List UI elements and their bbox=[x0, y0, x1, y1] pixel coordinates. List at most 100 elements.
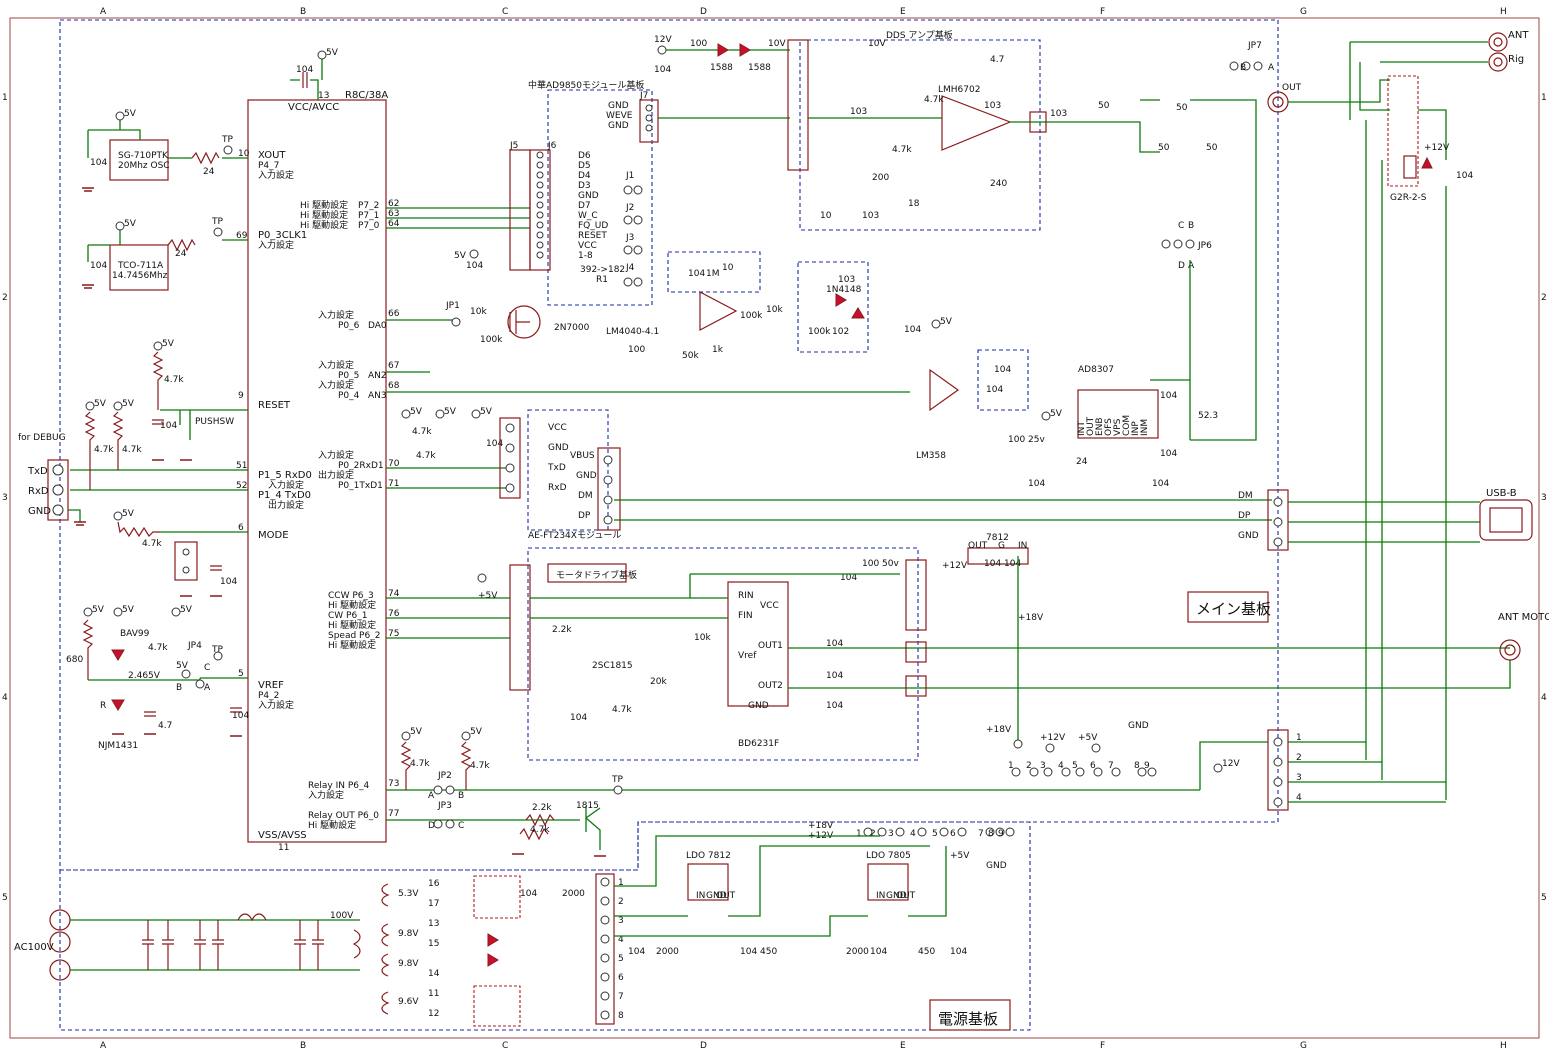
svg-text:104: 104 bbox=[826, 701, 843, 711]
svg-text:5V: 5V bbox=[180, 605, 193, 615]
grid-row-label: 3 bbox=[1541, 493, 1547, 503]
power-pin bbox=[600, 896, 610, 906]
svg-text:68: 68 bbox=[388, 381, 400, 391]
dds-signal-label: D5 bbox=[578, 161, 591, 171]
svg-text:J4: J4 bbox=[625, 263, 635, 273]
bottom-terminal-label: 4 bbox=[1058, 761, 1064, 771]
svg-text:入力設定: 入力設定 bbox=[258, 699, 294, 711]
svg-text:104: 104 bbox=[826, 671, 843, 681]
svg-text:104: 104 bbox=[486, 439, 503, 449]
svg-text:AC100V: AC100V bbox=[14, 942, 54, 953]
grid-col-label: F bbox=[1100, 1041, 1105, 1051]
svg-text:6: 6 bbox=[238, 523, 244, 533]
header-pin bbox=[536, 211, 544, 219]
mcu-vss: VSS/AVSS bbox=[258, 830, 307, 841]
svg-text:100k: 100k bbox=[808, 327, 831, 337]
svg-text:J7: J7 bbox=[639, 91, 648, 101]
svg-text:104: 104 bbox=[688, 269, 705, 279]
svg-text:入力設定: 入力設定 bbox=[318, 309, 354, 321]
svg-text:OUT2: OUT2 bbox=[758, 681, 783, 691]
svg-text:5V: 5V bbox=[92, 605, 105, 615]
svg-text:5: 5 bbox=[238, 669, 244, 679]
tap-voltage: 9.8V bbox=[398, 959, 419, 969]
svg-text:104: 104 bbox=[870, 947, 887, 957]
svg-text:+18V: +18V bbox=[808, 821, 834, 831]
svg-text:IN: IN bbox=[876, 891, 885, 901]
svg-text:B: B bbox=[176, 683, 182, 693]
svg-text:680: 680 bbox=[66, 655, 83, 665]
bottom-terminal-label: 3 bbox=[1040, 761, 1046, 771]
svg-text:104: 104 bbox=[466, 261, 483, 271]
svg-text:103: 103 bbox=[838, 275, 855, 285]
svg-text:P0_1TxD1: P0_1TxD1 bbox=[338, 481, 383, 491]
svg-text:5V: 5V bbox=[410, 407, 423, 417]
tap-pin-number: 16 bbox=[428, 879, 440, 889]
grid-col-label: G bbox=[1300, 7, 1307, 17]
mcu-name: R8C/38A bbox=[345, 90, 388, 101]
svg-text:BD6231F: BD6231F bbox=[738, 739, 779, 749]
svg-text:DDS アンプ基板: DDS アンプ基板 bbox=[886, 29, 953, 41]
dds-signal-label: D3 bbox=[578, 181, 591, 191]
svg-text:VREF: VREF bbox=[258, 680, 284, 691]
svg-text:CCW P6_3: CCW P6_3 bbox=[328, 591, 374, 601]
svg-text:4.7k: 4.7k bbox=[412, 427, 432, 437]
svg-text:DM: DM bbox=[578, 491, 593, 501]
svg-text:GND: GND bbox=[886, 891, 907, 901]
relay-drive: 5V 5V 4.7k 4.7k JP2 A B JP3 D C TP 2.2k … bbox=[400, 727, 623, 857]
svg-text:PUSHSW: PUSHSW bbox=[195, 417, 234, 427]
svg-text:JP4: JP4 bbox=[187, 641, 202, 651]
rail-terminal bbox=[895, 827, 905, 837]
grid-row-label: 2 bbox=[2, 293, 8, 303]
svg-text:JP1: JP1 bbox=[445, 301, 460, 311]
filter-capacitor bbox=[162, 920, 174, 970]
svg-text:Hi 駆動設定: Hi 駆動設定 bbox=[300, 219, 348, 231]
svg-text:103: 103 bbox=[850, 107, 867, 117]
dds-signal-label: W_C bbox=[578, 211, 598, 221]
svg-text:1588: 1588 bbox=[710, 63, 733, 73]
svg-text:104: 104 bbox=[740, 947, 757, 957]
svg-text:10: 10 bbox=[238, 149, 250, 159]
svg-text:DM: DM bbox=[1238, 491, 1253, 501]
output-network: 103 50 50 50 50 JP7 B A OUT JP6 C B D A bbox=[1029, 41, 1390, 441]
svg-text:103: 103 bbox=[862, 211, 879, 221]
svg-text:P0_6: P0_6 bbox=[338, 321, 360, 331]
svg-text:2000: 2000 bbox=[656, 947, 679, 957]
svg-text:24: 24 bbox=[175, 249, 187, 259]
grid-col-label: D bbox=[700, 7, 707, 17]
svg-text:+12V: +12V bbox=[1040, 733, 1066, 743]
svg-text:入力設定: 入力設定 bbox=[268, 479, 304, 491]
power-pin bbox=[600, 972, 610, 982]
svg-text:JP6: JP6 bbox=[1197, 241, 1212, 251]
svg-text:1M: 1M bbox=[706, 269, 720, 279]
svg-text:5V: 5V bbox=[124, 219, 137, 229]
svg-text:IN: IN bbox=[696, 891, 705, 901]
svg-text:104: 104 bbox=[232, 711, 249, 721]
svg-text:VCC: VCC bbox=[760, 601, 779, 611]
grid-row-label: 4 bbox=[1541, 693, 1547, 703]
bottom-terminal-label: 6 bbox=[1090, 761, 1096, 771]
power-pin bbox=[600, 1010, 610, 1020]
power-pin-number: 4 bbox=[618, 935, 624, 945]
svg-text:FIN: FIN bbox=[738, 611, 753, 621]
svg-text:20k: 20k bbox=[650, 677, 667, 687]
svg-text:103: 103 bbox=[984, 101, 1001, 111]
power-pin-number: 2 bbox=[618, 897, 624, 907]
svg-text:G: G bbox=[998, 541, 1005, 551]
svg-text:63: 63 bbox=[388, 209, 399, 219]
svg-text:69: 69 bbox=[236, 231, 248, 241]
svg-text:SG-710PTK: SG-710PTK bbox=[118, 151, 169, 161]
svg-text:GND: GND bbox=[706, 891, 727, 901]
svg-text:4: 4 bbox=[1296, 793, 1302, 803]
svg-text:50: 50 bbox=[1176, 103, 1188, 113]
tap-voltage: 9.6V bbox=[398, 997, 419, 1007]
header-pin bbox=[536, 151, 544, 159]
svg-text:RIN: RIN bbox=[738, 591, 754, 601]
svg-text:Rig: Rig bbox=[1508, 54, 1524, 65]
svg-text:Relay OUT P6_0: Relay OUT P6_0 bbox=[308, 811, 379, 821]
bottom-terminal-label: 9 bbox=[1144, 761, 1150, 771]
svg-text:ANT MOTOR: ANT MOTOR bbox=[1498, 612, 1549, 623]
dds-signal-label: 1-8 bbox=[578, 251, 593, 261]
